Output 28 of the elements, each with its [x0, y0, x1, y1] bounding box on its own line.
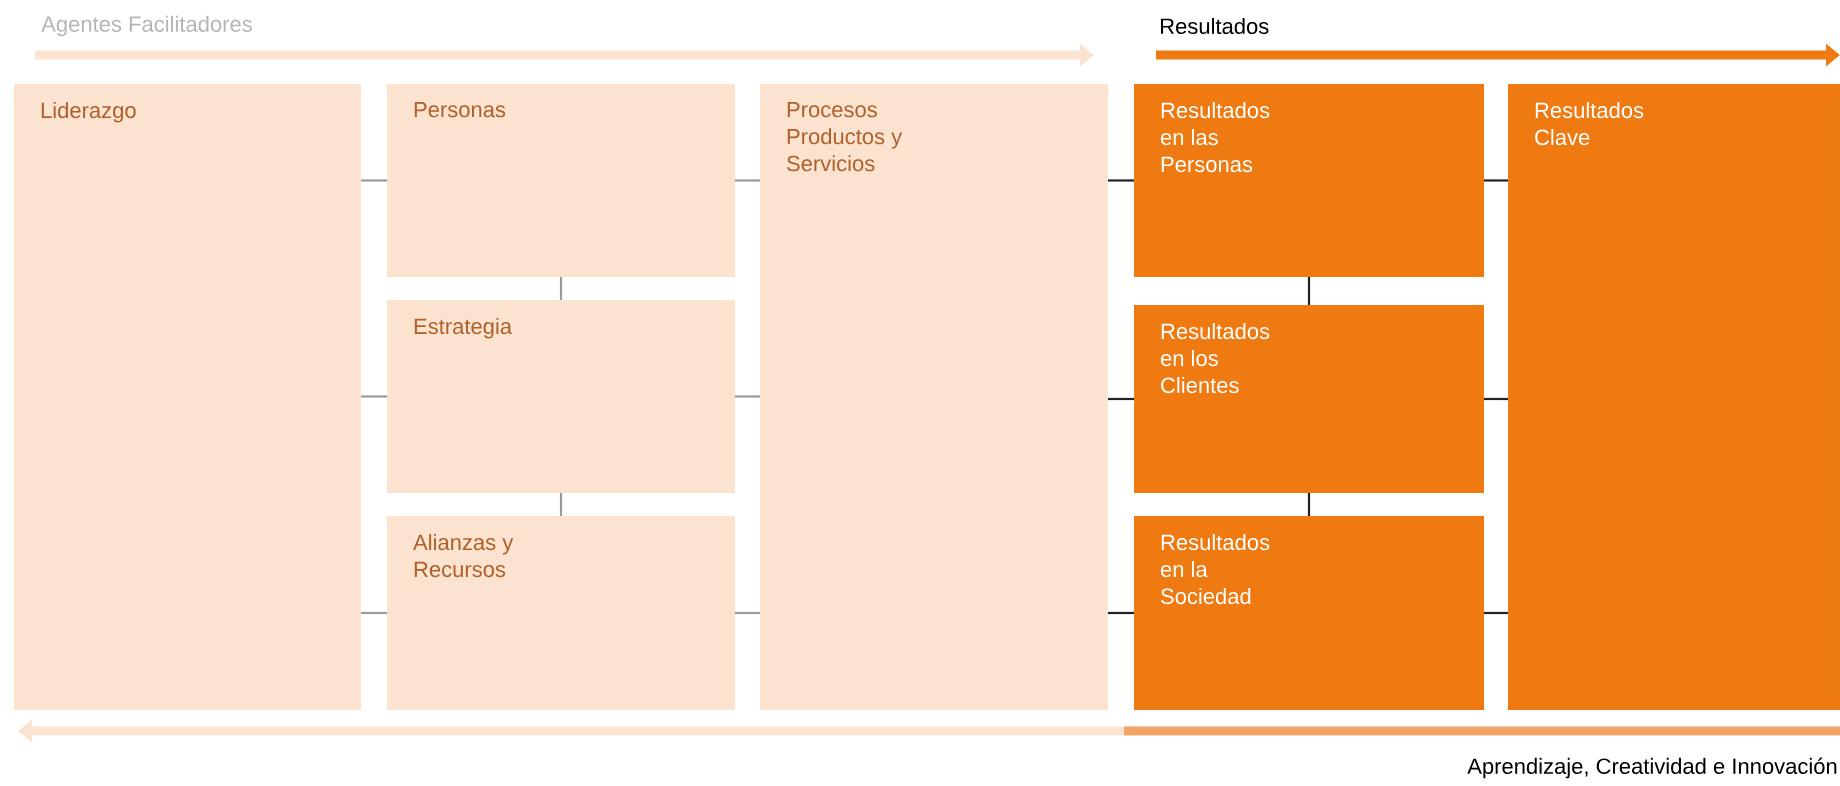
- criterion-box: Resultados en la Sociedad: [1134, 516, 1484, 710]
- heading-label: Agentes Facilitadores: [41, 15, 252, 37]
- connector-line: [1484, 179, 1508, 182]
- connector-line: [1484, 611, 1508, 615]
- criterion-box: Alianzas y Recursos: [387, 516, 735, 710]
- connector-line: [735, 179, 760, 182]
- criterion-box: Liderazgo: [14, 84, 361, 710]
- connector-line: [361, 611, 387, 615]
- criterion-box: Personas: [387, 84, 735, 277]
- connector-line: [1108, 179, 1134, 182]
- criterion-box: Procesos Productos y Servicios: [760, 84, 1108, 710]
- connector-line: [735, 611, 760, 615]
- connector-line: [559, 493, 563, 516]
- connector-line: [1108, 611, 1134, 615]
- connector-line: [1307, 493, 1311, 516]
- connector-line: [1484, 397, 1508, 401]
- heading-label: Aprendizaje, Creatividad e Innovación: [1467, 757, 1837, 779]
- connector-line: [559, 277, 563, 300]
- connector-line: [1108, 397, 1134, 401]
- connector-line: [361, 179, 387, 182]
- criterion-box: Resultados en los Clientes: [1134, 305, 1484, 493]
- criterion-box: Resultados en las Personas: [1134, 84, 1484, 277]
- connector-line: [361, 395, 387, 398]
- connector-line: [735, 395, 760, 398]
- criterion-box: Estrategia: [387, 300, 735, 493]
- criterion-box: Resultados Clave: [1508, 84, 1840, 710]
- connector-line: [1307, 277, 1311, 305]
- heading-label: Resultados: [1161, 17, 1269, 35]
